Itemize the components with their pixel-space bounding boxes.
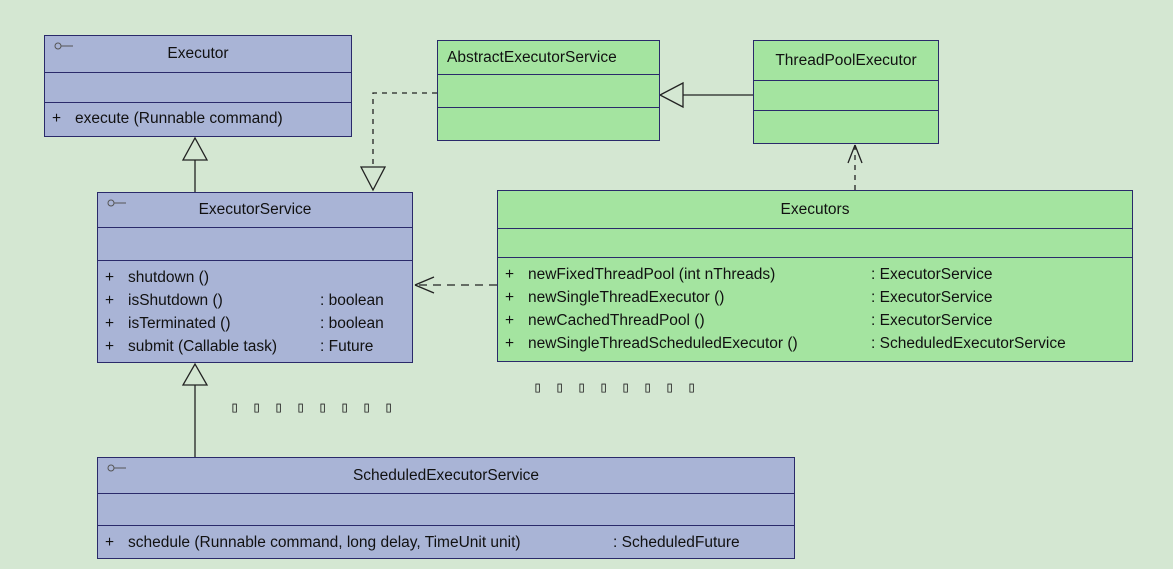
- generalization-threadpoolexecutor-to-abstractexecutorservice: [658, 81, 753, 109]
- note-glyphs-right: ▯ ▯ ▯ ▯ ▯ ▯ ▯ ▯: [533, 378, 709, 396]
- visibility-marker: +: [105, 292, 115, 309]
- operation-return-type: : boolean: [320, 315, 384, 332]
- operation-compartment: + execute (Runnable command): [45, 103, 351, 136]
- realization-abstractexecutorservice-to-executorservice: [359, 92, 437, 192]
- generalization-scheduledexecutorservice-to-executorservice: [181, 362, 209, 457]
- visibility-marker: +: [105, 315, 115, 332]
- note-glyph: ▯: [384, 398, 394, 416]
- operation-row[interactable]: + newSingleThreadExecutor () : ExecutorS…: [498, 286, 1132, 309]
- class-header: Executors: [498, 191, 1132, 229]
- operation-return-type: : Future: [320, 338, 374, 355]
- interface-lollipop-icon: [107, 464, 126, 472]
- note-glyph: ▯: [274, 398, 284, 416]
- note-glyph: ▯: [533, 378, 543, 396]
- interface-lollipop-icon: [107, 199, 126, 207]
- class-scheduled-executor-service[interactable]: ScheduledExecutorService + schedule (Run…: [97, 457, 795, 559]
- dependency-executors-to-threadpoolexecutor: [847, 144, 863, 190]
- note-glyph: ▯: [555, 378, 565, 396]
- class-executors[interactable]: Executors + newFixedThreadPool (int nThr…: [497, 190, 1133, 362]
- operation-row[interactable]: + shutdown (): [98, 266, 412, 289]
- operation-row[interactable]: + isTerminated () : boolean: [98, 312, 412, 335]
- note-glyph: ▯: [577, 378, 587, 396]
- operation-name: newSingleThreadScheduledExecutor (): [528, 335, 798, 352]
- operation-return-type: : ExecutorService: [871, 312, 993, 329]
- attribute-compartment: [98, 228, 412, 261]
- class-name: ScheduledExecutorService: [352, 466, 540, 484]
- class-header: AbstractExecutorService: [438, 41, 659, 75]
- class-name: ThreadPoolExecutor: [775, 51, 917, 69]
- note-glyph: ▯: [665, 378, 675, 396]
- visibility-marker: +: [505, 312, 515, 329]
- class-abstract-executor-service[interactable]: AbstractExecutorService: [437, 40, 660, 141]
- note-glyphs-left: ▯ ▯ ▯ ▯ ▯ ▯ ▯ ▯: [230, 398, 406, 416]
- operation-row[interactable]: + schedule (Runnable command, long delay…: [98, 531, 794, 554]
- class-name: Executors: [780, 200, 850, 218]
- class-thread-pool-executor[interactable]: ThreadPoolExecutor: [753, 40, 939, 144]
- operation-name: schedule (Runnable command, long delay, …: [128, 534, 521, 551]
- generalization-executorservice-to-executor: [181, 136, 209, 192]
- attribute-compartment: [45, 73, 351, 103]
- operation-return-type: : ExecutorService: [871, 266, 993, 283]
- operation-return-type: : ExecutorService: [871, 289, 993, 306]
- note-glyph: ▯: [599, 378, 609, 396]
- class-executor[interactable]: Executor + execute (Runnable command): [44, 35, 352, 137]
- operation-name: isShutdown (): [128, 292, 223, 309]
- note-glyph: ▯: [643, 378, 653, 396]
- note-glyph: ▯: [621, 378, 631, 396]
- note-glyph: ▯: [318, 398, 328, 416]
- attribute-compartment: [754, 81, 938, 111]
- operation-row[interactable]: + isShutdown () : boolean: [98, 289, 412, 312]
- note-glyph: ▯: [362, 398, 372, 416]
- operation-row[interactable]: + newCachedThreadPool () : ExecutorServi…: [498, 309, 1132, 332]
- attribute-compartment: [98, 494, 794, 526]
- operation-name: newSingleThreadExecutor (): [528, 289, 725, 306]
- class-header: ExecutorService: [98, 193, 412, 228]
- class-executor-service[interactable]: ExecutorService + shutdown () + isShutdo…: [97, 192, 413, 363]
- operation-name: submit (Callable task): [128, 338, 278, 355]
- visibility-marker: +: [105, 534, 115, 551]
- operation-row[interactable]: + execute (Runnable command): [45, 107, 351, 130]
- class-name: AbstractExecutorService: [447, 48, 617, 66]
- operation-row[interactable]: + newFixedThreadPool (int nThreads) : Ex…: [498, 263, 1132, 286]
- interface-lollipop-icon: [54, 42, 73, 50]
- visibility-marker: +: [505, 289, 515, 306]
- attribute-compartment: [438, 75, 659, 108]
- class-name: Executor: [167, 45, 229, 62]
- class-header: ScheduledExecutorService: [98, 458, 794, 494]
- note-glyph: ▯: [687, 378, 697, 396]
- visibility-marker: +: [505, 335, 515, 352]
- operation-row[interactable]: + newSingleThreadScheduledExecutor () : …: [498, 332, 1132, 355]
- operation-row[interactable]: + submit (Callable task) : Future: [98, 335, 412, 358]
- operation-name: newCachedThreadPool (): [528, 312, 705, 329]
- attribute-compartment: [498, 229, 1132, 258]
- visibility-marker: +: [52, 110, 62, 127]
- operation-name: execute (Runnable command): [75, 110, 283, 127]
- visibility-marker: +: [105, 338, 115, 355]
- visibility-marker: +: [505, 266, 515, 283]
- operation-compartment: [438, 108, 659, 140]
- note-glyph: ▯: [296, 398, 306, 416]
- operation-compartment: + shutdown () + isShutdown () : boolean …: [98, 261, 412, 362]
- operation-name: shutdown (): [128, 269, 209, 286]
- note-glyph: ▯: [230, 398, 240, 416]
- note-glyph: ▯: [340, 398, 350, 416]
- operation-compartment: [754, 111, 938, 143]
- class-name: ExecutorService: [198, 201, 312, 218]
- class-header: ThreadPoolExecutor: [754, 41, 938, 81]
- operation-name: isTerminated (): [128, 315, 231, 332]
- note-glyph: ▯: [252, 398, 262, 416]
- operation-name: newFixedThreadPool (int nThreads): [528, 266, 776, 283]
- operation-compartment: + newFixedThreadPool (int nThreads) : Ex…: [498, 258, 1132, 361]
- class-header: Executor: [45, 36, 351, 73]
- operation-return-type: : ScheduledFuture: [613, 534, 740, 551]
- dependency-executors-to-executorservice: [414, 276, 497, 294]
- visibility-marker: +: [105, 269, 115, 286]
- operation-return-type: : boolean: [320, 292, 384, 309]
- operation-return-type: : ScheduledExecutorService: [871, 335, 1066, 352]
- operation-compartment: + schedule (Runnable command, long delay…: [98, 526, 794, 558]
